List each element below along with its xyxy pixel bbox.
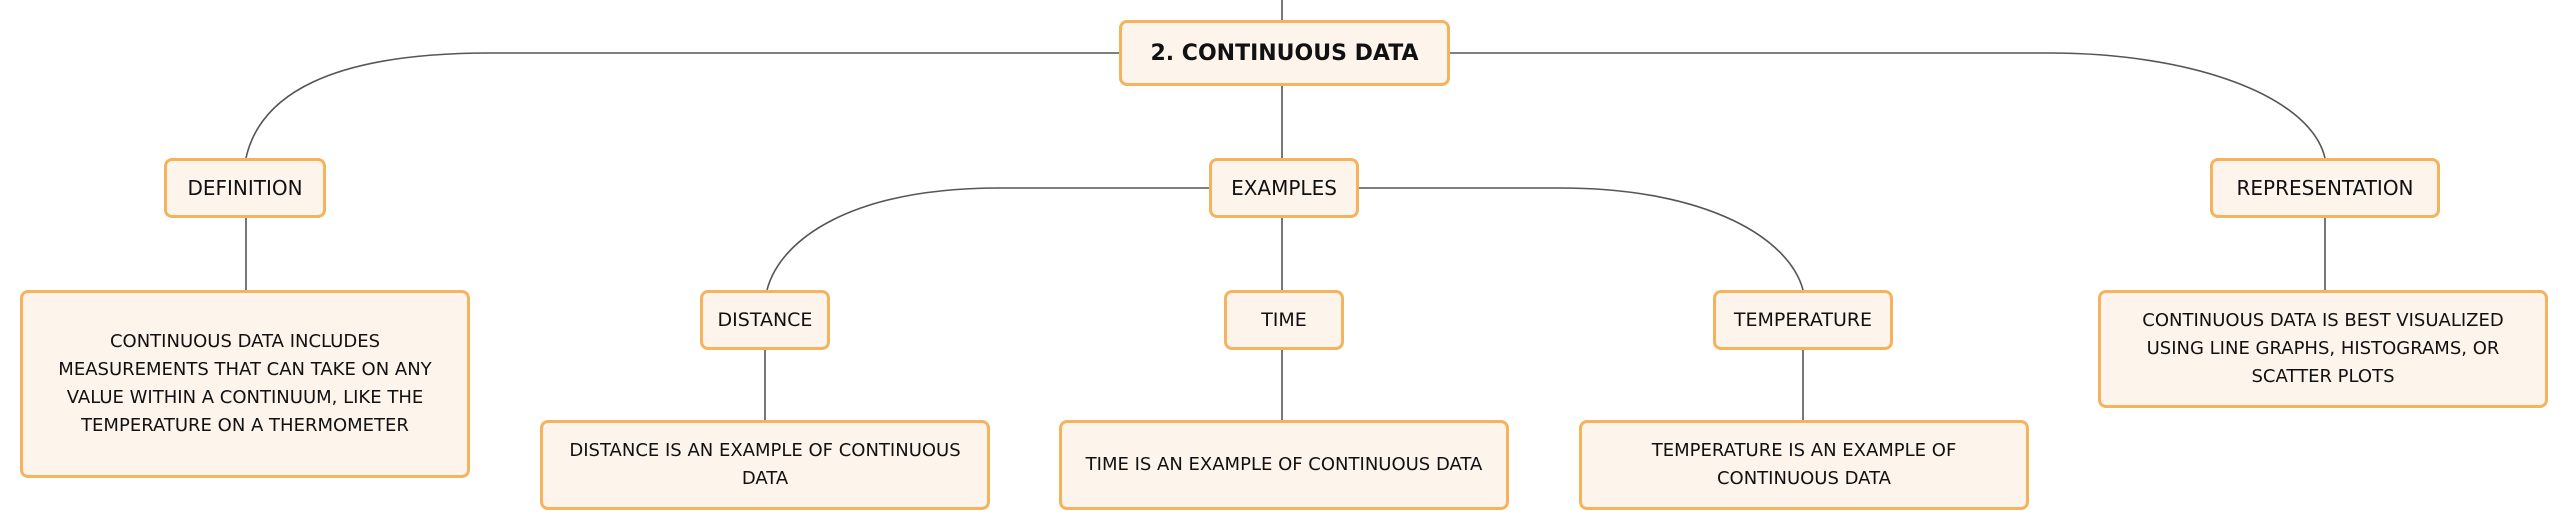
time-node: TIME bbox=[1224, 290, 1344, 350]
connector-examples-temperature bbox=[1356, 187, 1804, 291]
examples-node: EXAMPLES bbox=[1209, 158, 1359, 218]
connector-root-representation bbox=[1450, 52, 2326, 159]
temperature-detail-node: TEMPERATURE IS AN EXAMPLE OF CONTINUOUS … bbox=[1579, 420, 2029, 510]
time-detail-node: TIME IS AN EXAMPLE OF CONTINUOUS DATA bbox=[1059, 420, 1509, 510]
distance-detail-node: DISTANCE IS AN EXAMPLE OF CONTINUOUS DAT… bbox=[540, 420, 990, 510]
representation-node: REPRESENTATION bbox=[2210, 158, 2440, 218]
temperature-node: TEMPERATURE bbox=[1713, 290, 1893, 350]
representation-detail-node: CONTINUOUS DATA IS BEST VISUALIZED USING… bbox=[2098, 290, 2548, 408]
connector-root-definition bbox=[245, 52, 1119, 159]
distance-node: DISTANCE bbox=[700, 290, 830, 350]
definition-node: DEFINITION bbox=[164, 158, 326, 218]
definition-detail-node: CONTINUOUS DATA INCLUDES MEASUREMENTS TH… bbox=[20, 290, 470, 478]
connector-examples-distance bbox=[766, 187, 1209, 291]
root-node: 2. CONTINUOUS DATA bbox=[1119, 20, 1450, 86]
